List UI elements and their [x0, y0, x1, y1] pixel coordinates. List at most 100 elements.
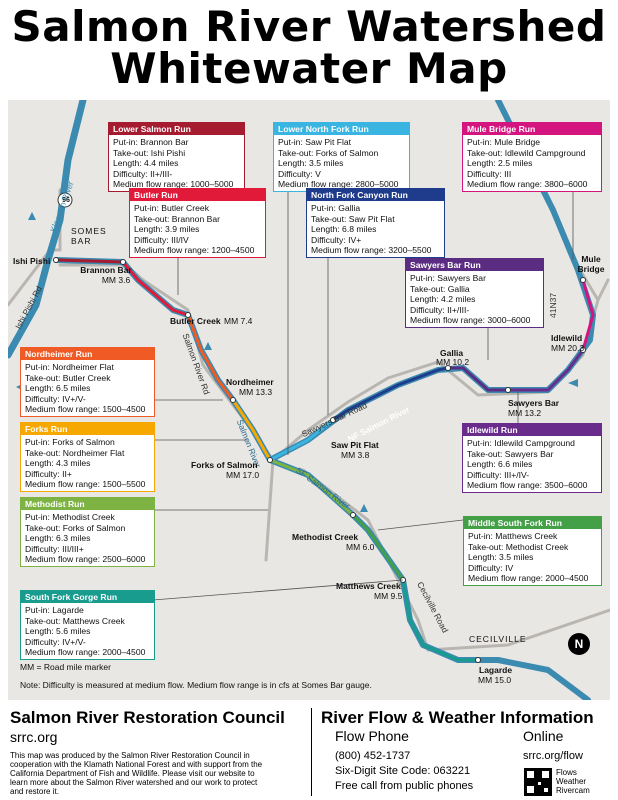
run-difficulty: Difficulty: II+/III- — [113, 168, 173, 179]
run-length: Length: 4.3 miles — [25, 458, 91, 469]
desc-line: learn more about the Salmon River waters… — [10, 778, 258, 787]
run-putin: Put-in: Idlewild Campground — [467, 438, 575, 449]
desc-line: cooperation with the Klamath National Fo… — [10, 760, 263, 769]
road-41n37 — [596, 278, 610, 302]
marker-ishi-pishi — [53, 257, 59, 263]
qr-caption-line: Flows — [556, 768, 577, 777]
run-flow: Medium flow range: 1200–4500 — [134, 245, 255, 256]
run-box-middle-south-fork: Middle South Fork Run Put-in: Matthews C… — [463, 516, 602, 587]
marker-butler-creek — [185, 312, 191, 318]
run-length: Length: 3.9 miles — [134, 224, 200, 235]
run-takeout: Take-out: Brannon Bar — [134, 213, 220, 224]
run-putin: Put-in: Forks of Salmon — [25, 437, 115, 448]
run-line-north-fork-canyon — [331, 366, 450, 422]
run-box-title: Nordheimer Run — [21, 348, 154, 361]
phone-number[interactable]: (800) 452-1737 — [335, 750, 411, 762]
desc-line: This map was produced by the Salmon Rive… — [10, 751, 250, 760]
run-difficulty: Difficulty: IV+/V- — [25, 393, 86, 404]
run-box-title: Forks Run — [21, 423, 154, 436]
run-box-title: Methodist Run — [21, 498, 154, 511]
place-matthews-mm: MM 9.5 — [374, 591, 403, 601]
footer: Salmon River Restoration Council srrc.or… — [0, 700, 618, 800]
run-putin: Put-in: Brannon Bar — [113, 137, 189, 148]
run-putin: Put-in: Nordheimer Flat — [25, 362, 114, 373]
place-sawyers-mm: MM 13.2 — [508, 408, 542, 418]
place-butler-mm: MM 7.4 — [224, 316, 253, 326]
run-line-lower-north-fork — [268, 418, 335, 462]
place-butler-creek: Butler Creek — [170, 316, 221, 326]
run-box-title: Mule Bridge Run — [463, 123, 601, 136]
flow-url[interactable]: srrc.org/flow — [523, 750, 583, 762]
desc-line: California Department of Fish and Wildli… — [10, 769, 255, 778]
run-length: Length: 2.5 miles — [467, 158, 533, 169]
river-map — [8, 100, 610, 700]
place-methodist-mm: MM 6.0 — [346, 542, 375, 552]
flow-arrow-klamath — [28, 212, 36, 220]
online-heading: Online — [523, 728, 564, 744]
run-flow: Medium flow range: 1000–5000 — [113, 179, 234, 190]
marker-saw-pit — [330, 417, 336, 423]
hwy96-shield — [57, 192, 73, 208]
klamath-river — [8, 100, 87, 359]
marker-gallia — [445, 365, 451, 371]
place-cecilville: CECILVILLE — [469, 634, 527, 644]
run-difficulty: Difficulty: II+ — [25, 468, 72, 479]
run-flow: Medium flow range: 3500–6000 — [467, 480, 588, 491]
org-url[interactable]: srrc.org — [10, 729, 58, 745]
run-box-lower-north-fork: Lower North Fork Run Put-in: Saw Pit Fla… — [273, 122, 410, 193]
place-saw-pit-mm: MM 3.8 — [341, 450, 370, 460]
run-line-nordheimer — [186, 313, 235, 402]
run-length: Length: 3.5 miles — [468, 552, 534, 563]
run-takeout: Take-out: Methodist Creek — [468, 541, 569, 552]
run-flow: Medium flow range: 2500–6000 — [25, 554, 146, 565]
run-line-middle-south-fork — [351, 513, 405, 582]
run-box-title: Butler Run — [130, 189, 265, 202]
run-line-forks — [231, 398, 272, 462]
run-takeout: Take-out: Forks of Salmon — [278, 147, 379, 158]
info-title: River Flow & Weather Information — [321, 708, 594, 727]
run-difficulty: Difficulty: IV — [468, 562, 514, 573]
run-line-mule-bridge — [581, 278, 595, 352]
marker-methodist — [350, 512, 356, 518]
run-box-title: South Fork Gorge Run — [21, 591, 154, 604]
run-line-south-fork-gorge — [401, 578, 480, 662]
place-nordheimer-mm: MM 13.3 — [239, 387, 273, 397]
run-box-title: Idlewild Run — [463, 424, 601, 437]
run-takeout: Take-out: Matthews Creek — [25, 615, 125, 626]
place-lagarde-mm: MM 15.0 — [478, 675, 512, 685]
run-length: Length: 6.5 miles — [25, 383, 91, 394]
run-difficulty: Difficulty: IV+/V- — [25, 636, 86, 647]
place-methodist: Methodist Creek — [292, 532, 359, 542]
run-putin: Put-in: Butler Creek — [134, 203, 209, 214]
qr-code-icon[interactable] — [524, 768, 552, 796]
run-line-methodist — [268, 458, 355, 517]
run-line-sawyers-bar — [446, 366, 510, 392]
run-difficulty: Difficulty: III — [467, 168, 512, 179]
run-takeout: Take-out: Nordheimer Flat — [25, 447, 125, 458]
flow-phone-heading: Flow Phone — [335, 728, 409, 744]
run-flow: Medium flow range: 1500–5500 — [25, 479, 146, 490]
run-length: Length: 3.5 miles — [278, 158, 344, 169]
run-putin: Put-in: Gallia — [311, 203, 361, 214]
run-takeout: Take-out: Saw Pit Flat — [311, 213, 395, 224]
free-call-note: Free call from public phones — [335, 780, 474, 792]
place-sawyers-bar: Sawyers Bar — [508, 398, 560, 408]
run-box-title: North Fork Canyon Run — [307, 189, 444, 202]
place-matthews: Matthews Creek — [336, 581, 401, 591]
qr-caption-line: Weather — [556, 777, 587, 786]
run-takeout: Take-out: Sawyers Bar — [467, 448, 554, 459]
hwy96-label: 96 — [62, 197, 70, 204]
run-flow: Medium flow range: 3000–6000 — [410, 315, 531, 326]
mm-note: MM = Road mile marker — [20, 662, 111, 672]
footer-divider — [311, 708, 312, 796]
run-takeout: Take-out: Forks of Salmon — [25, 522, 126, 533]
marker-forks — [267, 457, 273, 463]
run-box-title: Lower North Fork Run — [274, 123, 409, 136]
place-lagarde: Lagarde — [479, 665, 513, 675]
run-putin: Put-in: Mule Bridge — [467, 137, 541, 148]
